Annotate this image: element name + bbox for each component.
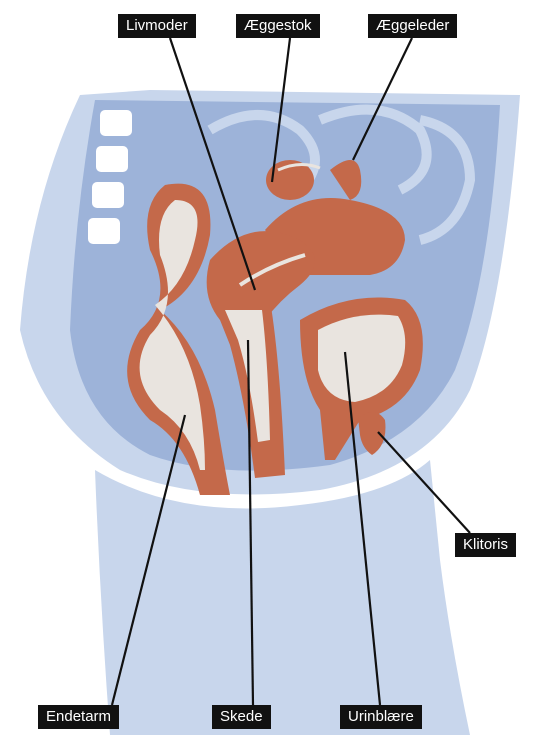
label-skede: Skede [212,705,271,729]
label-klitoris: Klitoris [455,533,516,557]
label-endetarm: Endetarm [38,705,119,729]
lower-body-shape [95,460,470,735]
label-aeggestok: Æggestok [236,14,320,38]
label-urinblaere: Urinblære [340,705,422,729]
label-livmoder: Livmoder [118,14,196,38]
label-aeggeleder: Æggeleder [368,14,457,38]
